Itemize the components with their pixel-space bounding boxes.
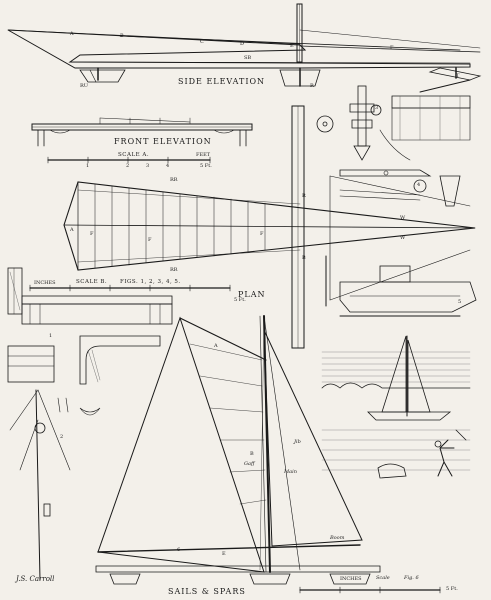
- scale-b-inches: INCHES: [34, 280, 56, 286]
- sails-label-gaff: Gaff: [244, 461, 255, 467]
- front-elevation-title: FRONT ELEVATION: [114, 137, 212, 146]
- plan-label-rr-2: RR: [170, 267, 178, 273]
- fig5-drawing: [325, 255, 477, 317]
- plan-label-f-1: F: [148, 237, 152, 243]
- scale-b-figs: FIGS. 1, 2, 3, 4, 5.: [120, 279, 181, 285]
- scale-c-label: Scale: [376, 575, 390, 581]
- side-label-f: F: [390, 45, 394, 51]
- scale-a-tick-4: 4: [166, 163, 170, 169]
- side-label-c: C: [200, 39, 204, 45]
- plan-label-w-1: W: [400, 215, 406, 221]
- fig-number-1: 1: [49, 333, 53, 339]
- plan-label-f-2: F: [90, 231, 94, 237]
- side-label-r: R: [310, 83, 314, 89]
- scale-a-tick-1: 1: [86, 163, 90, 169]
- side-label-sb: SB: [244, 55, 252, 61]
- scale-c-inches: INCHES: [340, 576, 362, 582]
- sails-label-boom: Boom: [330, 535, 345, 541]
- scale-a-tick-3: 3: [146, 163, 150, 169]
- fig4-drawing: [339, 169, 461, 207]
- fig3-drawing: [349, 79, 471, 161]
- engraver-signature: J.S. Carroll: [16, 575, 55, 583]
- plan-label-b: B: [302, 255, 306, 261]
- sails-label-a: A: [214, 343, 218, 349]
- fig-number-6: 6: [177, 547, 181, 553]
- sails-label-main: Main: [284, 469, 297, 475]
- fig2-drawing: [9, 389, 101, 581]
- sails-label-b: B: [250, 451, 254, 457]
- scale-a-label: SCALE A.: [118, 152, 150, 158]
- side-elevation-title: SIDE ELEVATION: [178, 77, 266, 86]
- plan-view-drawing: [29, 175, 476, 301]
- side-elevation-drawing: [7, 3, 482, 87]
- sails-label-e: E: [222, 551, 226, 557]
- scale-a-tick-5: 5 Ft.: [200, 163, 212, 169]
- fig-number-4: 4: [417, 182, 421, 188]
- iceboat-vignette: [321, 335, 471, 479]
- plan-label-r: R: [302, 193, 306, 199]
- plan-label-w-2: W: [400, 235, 406, 241]
- fig-number-5: 5: [458, 299, 462, 305]
- sails-and-spars-drawing: [95, 315, 441, 594]
- sails-and-spars-title: SAILS & SPARS: [168, 587, 246, 596]
- scale-b-label: SCALE B.: [76, 279, 108, 285]
- scale-c-end: 5 Ft.: [446, 586, 458, 592]
- side-label-a: A: [70, 31, 74, 37]
- plan-label-a: A: [70, 227, 74, 233]
- side-label-ru: RU: [80, 83, 88, 89]
- scale-a-feet: FEET: [196, 152, 211, 158]
- scale-b-tick-5ft: 5 Ft.: [234, 297, 246, 303]
- plan-label-rr-1: RR: [170, 177, 178, 183]
- fig1-drawing: [7, 267, 173, 385]
- side-label-e: E: [290, 43, 294, 49]
- fig-number-3: 3: [375, 105, 379, 111]
- plan-label-f-3: F: [260, 231, 264, 237]
- plan-title: PLAN: [238, 290, 266, 299]
- side-label-t: T: [456, 73, 460, 79]
- scale-a-tick-2: 2: [126, 163, 130, 169]
- scale-c-fig: Fig. 6: [404, 575, 419, 581]
- sails-label-jib: Jib: [294, 439, 301, 445]
- side-label-b: B: [120, 33, 124, 39]
- front-elevation-drawing: [31, 117, 253, 164]
- side-label-d: D: [240, 41, 245, 47]
- fig-number-2: 2: [60, 434, 64, 440]
